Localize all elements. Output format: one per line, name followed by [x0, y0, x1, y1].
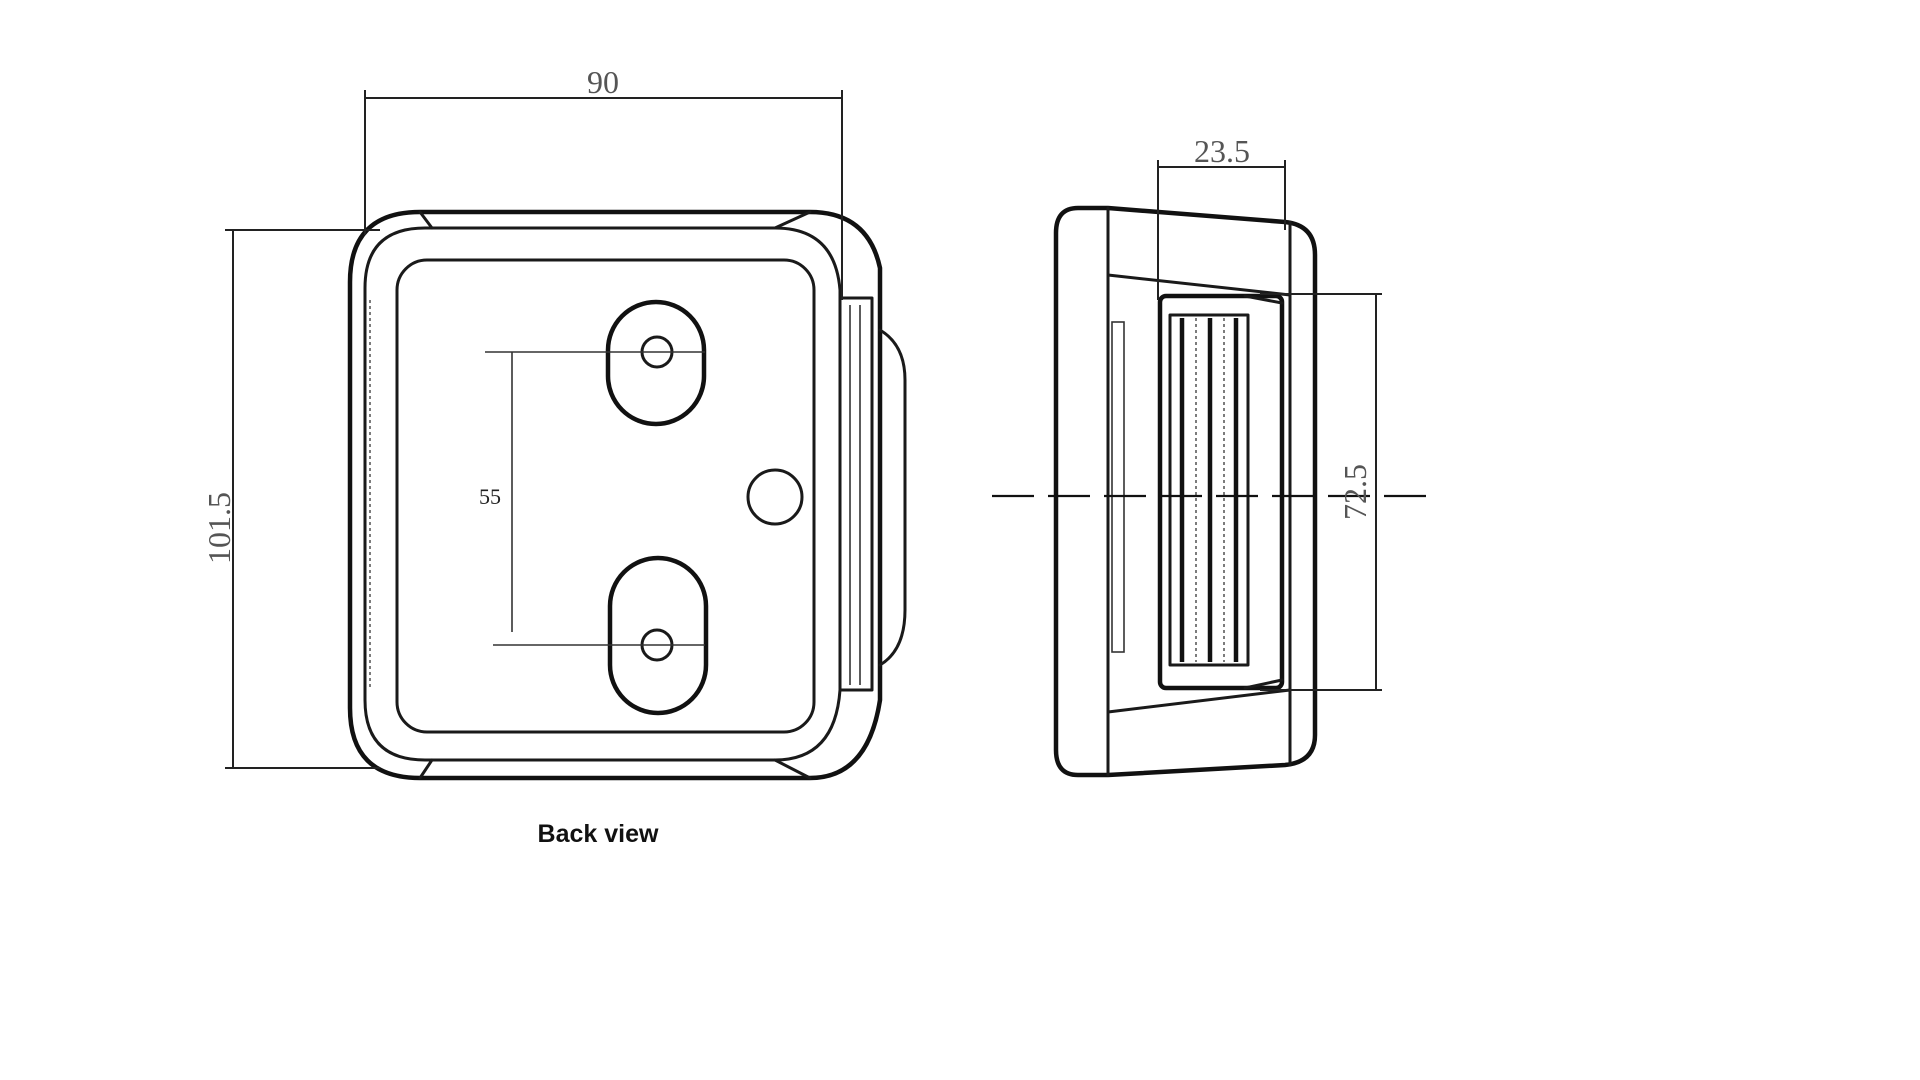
- back-view-chamfer-bl: [418, 758, 434, 780]
- side-view-connector-cap-top: [1243, 294, 1284, 305]
- back-view-lower-mount-slot: [607, 555, 709, 716]
- side-view-connector-cap-bottom: [1243, 678, 1284, 690]
- back-view-inner-rim: [363, 226, 842, 762]
- back-view-side-connector: [838, 296, 874, 692]
- width-dimension-label: 90: [587, 64, 619, 100]
- side-view-flange-slant-bottom: [1106, 688, 1292, 714]
- connector-height-dimension-label: 72.5: [1337, 464, 1373, 520]
- hole-spacing-dimension-label: 55: [479, 484, 501, 509]
- back-view-caption: Back view: [538, 820, 659, 848]
- back-view-chamfer-tr: [773, 210, 812, 230]
- back-view-upper-mount-slot: [605, 299, 707, 427]
- back-view-connector-bulge: [878, 328, 907, 667]
- side-view-body-outline: [1053, 205, 1318, 778]
- side-view-front-face: [1111, 321, 1125, 653]
- depth-dimension-label: 23.5: [1194, 133, 1250, 169]
- back-view-chamfer-tl: [418, 210, 434, 230]
- side-view-connector-inner: [1168, 313, 1250, 667]
- side-view-connector-housing: [1157, 293, 1285, 691]
- side-view: 23.5 72.5: [992, 133, 1440, 778]
- back-view-round-hole: [746, 468, 804, 526]
- back-view-outer-housing: [347, 209, 883, 781]
- back-view-chamfer-br: [773, 758, 812, 780]
- side-view-flange-slant-top: [1106, 273, 1292, 297]
- height-dimension-label: 101.5: [201, 492, 237, 564]
- back-view-inner-panel: [395, 258, 816, 734]
- back-view: 90 101.5 55 Back view: [201, 64, 907, 848]
